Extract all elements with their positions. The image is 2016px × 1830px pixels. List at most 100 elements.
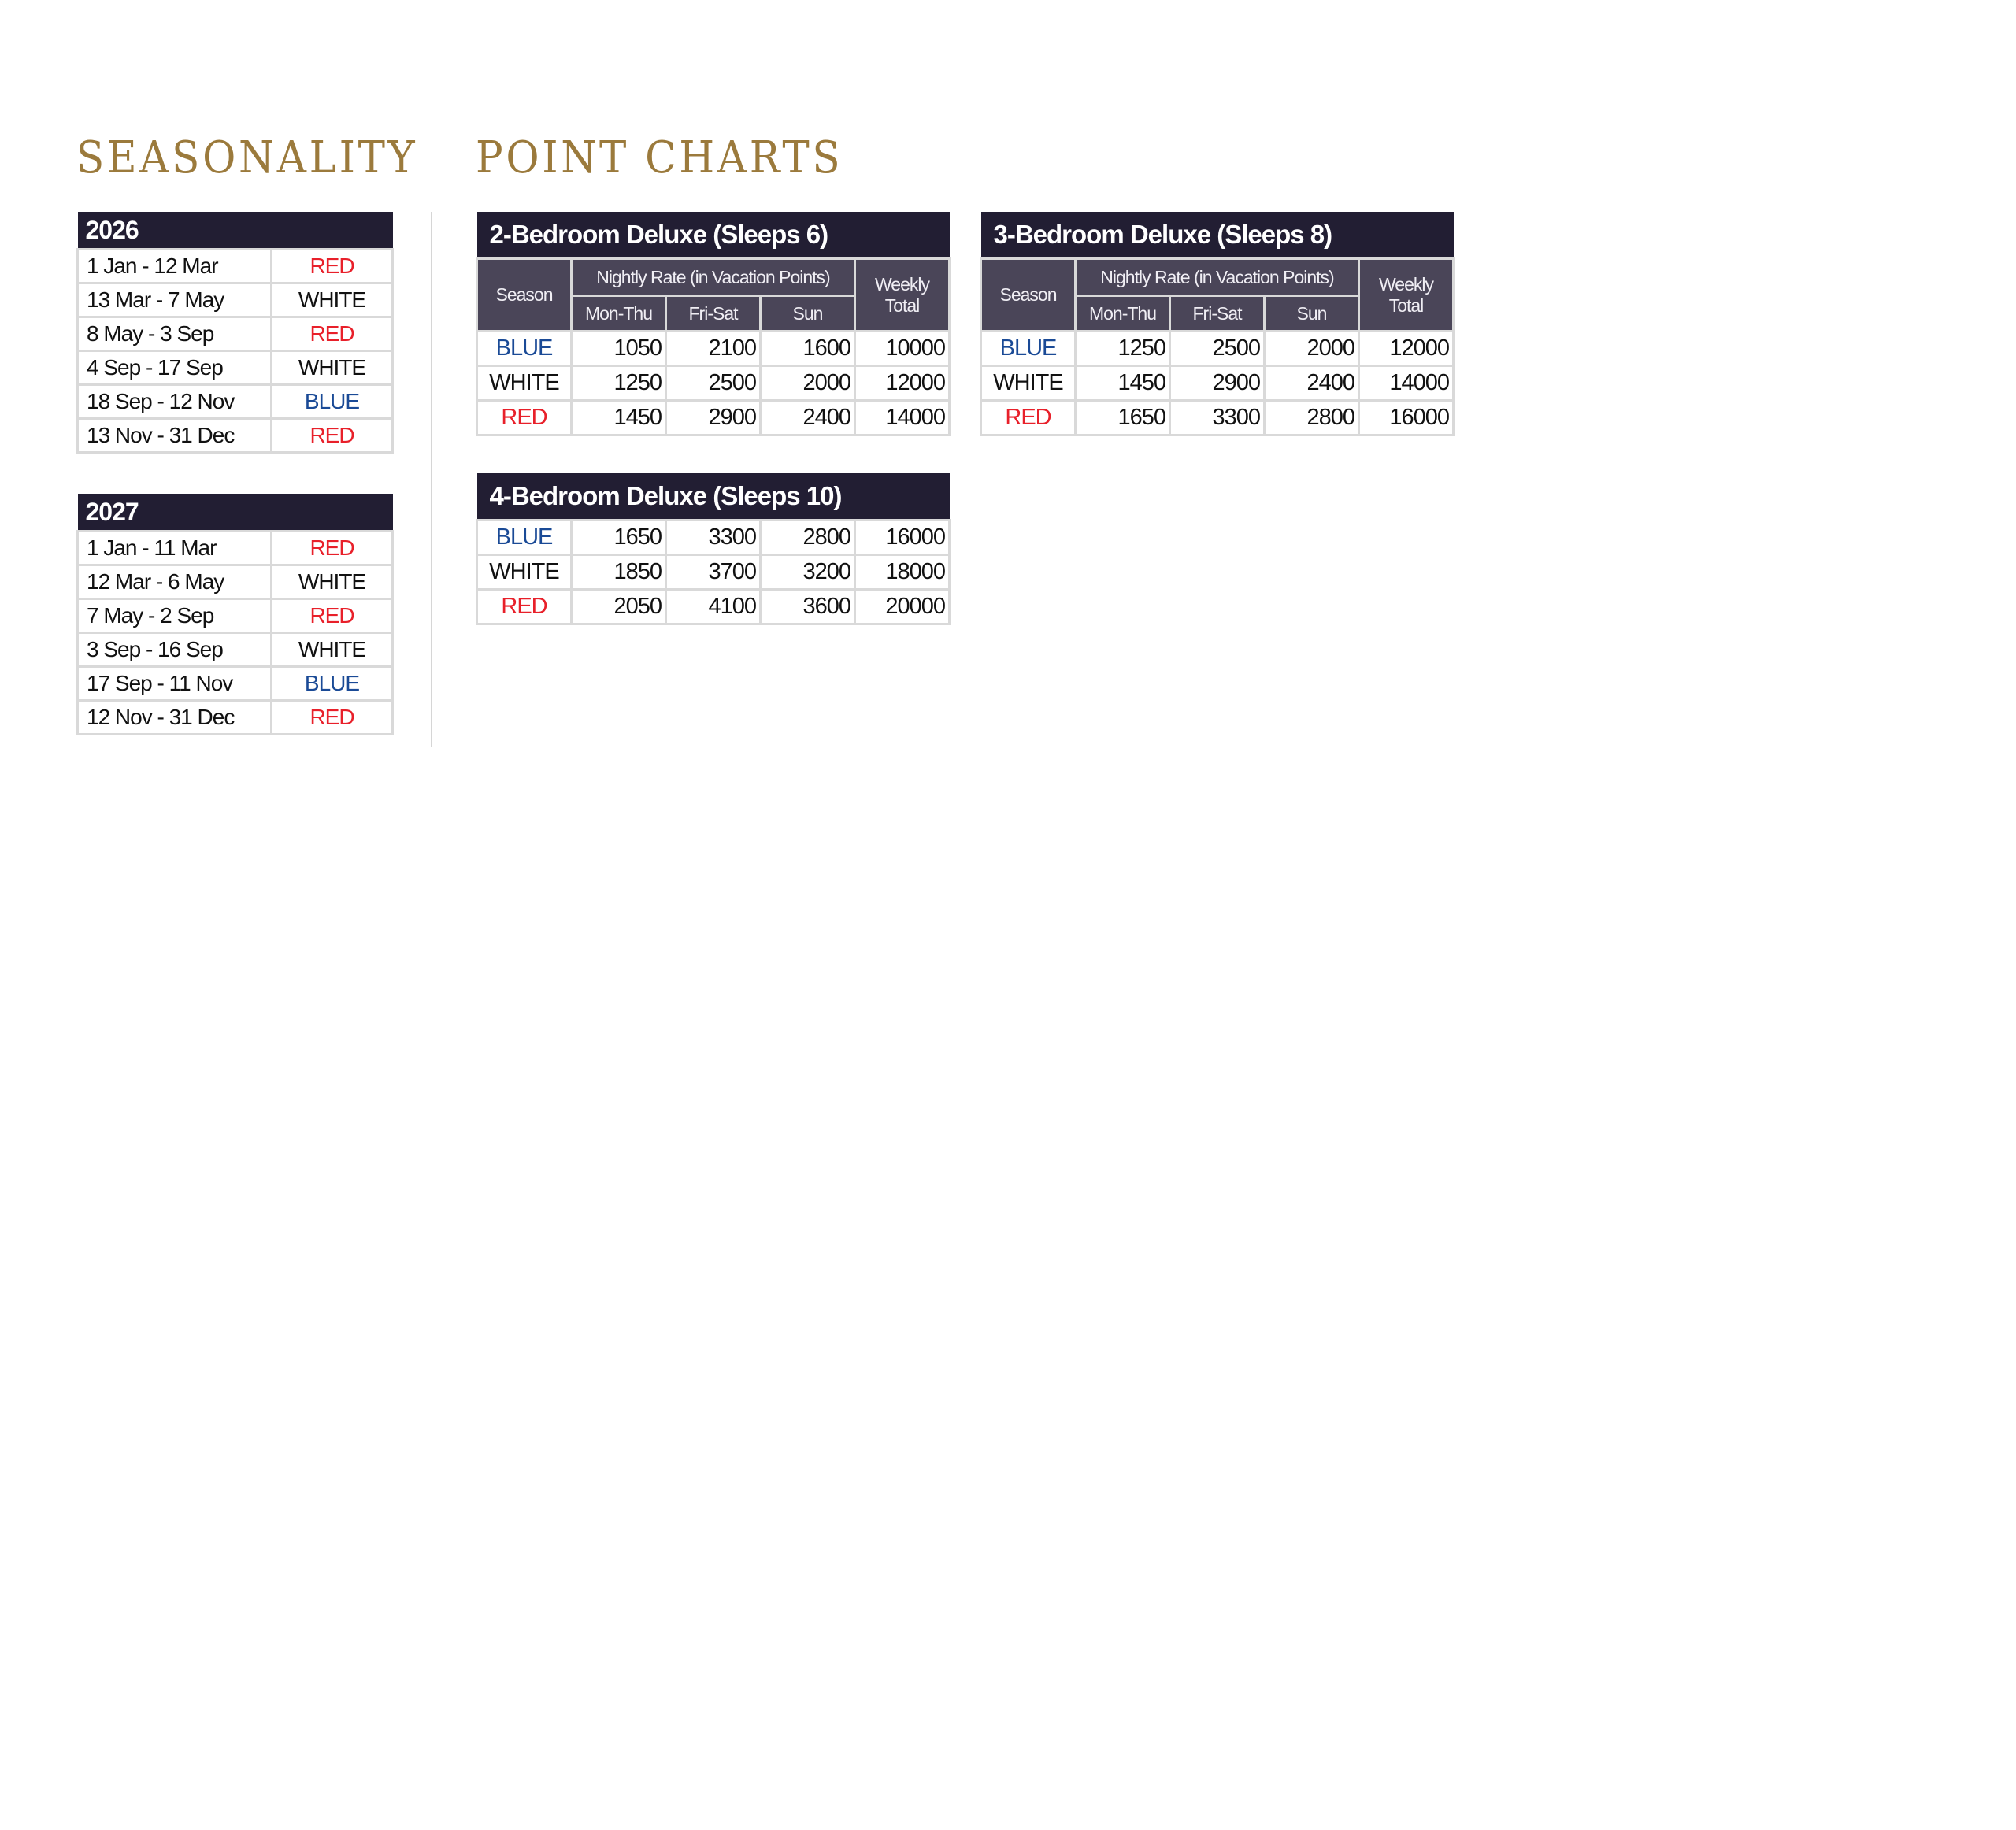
weekly-total-points: 10000: [853, 330, 951, 367]
season-label: WHITE: [476, 554, 573, 591]
season-label: RED: [270, 316, 394, 352]
chart-title: 3-Bedroom Deluxe (Sleeps 8): [980, 212, 1454, 259]
chart-title: 4-Bedroom Deluxe (Sleeps 10): [476, 473, 950, 520]
weekly-total-points: 14000: [1357, 365, 1455, 402]
season-label: RED: [270, 248, 394, 284]
weekly-total-points: 14000: [853, 399, 951, 436]
fri-sat-points: 2900: [1169, 365, 1266, 402]
season-column-header: Season: [980, 257, 1077, 332]
season-label: RED: [980, 399, 1077, 436]
season-label: RED: [270, 417, 394, 454]
weekly-total-points: 16000: [1357, 399, 1455, 436]
point-charts-heading: POINT CHARTS: [476, 132, 843, 183]
nightly-rate-header: Nightly Rate (in Vacation Points): [570, 257, 856, 297]
season-label: RED: [476, 588, 573, 625]
season-label: RED: [270, 699, 394, 735]
fri-sat-points: 2100: [665, 330, 762, 367]
weekly-total-header: Weekly Total: [1357, 257, 1455, 332]
mon-thu-points: 1650: [570, 519, 667, 556]
season-column-header: Season: [476, 257, 573, 332]
date-range: 12 Mar - 6 May: [76, 564, 272, 600]
season-label: WHITE: [270, 282, 394, 318]
season-label: BLUE: [270, 665, 394, 702]
date-range: 4 Sep - 17 Sep: [76, 350, 272, 386]
date-range: 1 Jan - 12 Mar: [76, 248, 272, 284]
weekly-total-points: 18000: [853, 554, 951, 591]
mon-thu-header: Mon-Thu: [1074, 295, 1171, 332]
mon-thu-points: 1450: [570, 399, 667, 436]
seasonality-heading: SEASONALITY: [76, 132, 418, 183]
fri-sat-points: 2500: [1169, 330, 1266, 367]
chart-title: 2-Bedroom Deluxe (Sleeps 6): [476, 212, 950, 259]
sun-points: 1600: [759, 330, 856, 367]
season-label: RED: [270, 530, 394, 566]
date-range: 18 Sep - 12 Nov: [76, 383, 272, 420]
sun-points: 2000: [1263, 330, 1360, 367]
fri-sat-points: 3300: [1169, 399, 1266, 436]
mon-thu-points: 1250: [1074, 330, 1171, 367]
mon-thu-points: 1650: [1074, 399, 1171, 436]
season-label: WHITE: [270, 350, 394, 386]
sun-points: 2800: [1263, 399, 1360, 436]
season-label: BLUE: [980, 330, 1077, 367]
section-divider: [431, 212, 432, 747]
sun-header: Sun: [1263, 295, 1360, 332]
season-label: WHITE: [270, 564, 394, 600]
sun-points: 2400: [1263, 365, 1360, 402]
weekly-total-header: Weekly Total: [853, 257, 951, 332]
weekly-total-points: 20000: [853, 588, 951, 625]
weekly-total-points: 16000: [853, 519, 951, 556]
date-range: 12 Nov - 31 Dec: [76, 699, 272, 735]
sun-points: 2400: [759, 399, 856, 436]
season-label: RED: [270, 598, 394, 634]
mon-thu-points: 1050: [570, 330, 667, 367]
sun-header: Sun: [759, 295, 856, 332]
date-range: 13 Mar - 7 May: [76, 282, 272, 318]
weekly-total-points: 12000: [1357, 330, 1455, 367]
sun-points: 3600: [759, 588, 856, 625]
mon-thu-header: Mon-Thu: [570, 295, 667, 332]
date-range: 8 May - 3 Sep: [76, 316, 272, 352]
fri-sat-header: Fri-Sat: [1169, 295, 1266, 332]
date-range: 17 Sep - 11 Nov: [76, 665, 272, 702]
mon-thu-points: 1250: [570, 365, 667, 402]
season-label: RED: [476, 399, 573, 436]
sun-points: 2000: [759, 365, 856, 402]
fri-sat-points: 3300: [665, 519, 762, 556]
date-range: 1 Jan - 11 Mar: [76, 530, 272, 566]
weekly-total-points: 12000: [853, 365, 951, 402]
year-header: 2026: [77, 212, 393, 250]
fri-sat-points: 2500: [665, 365, 762, 402]
nightly-rate-header: Nightly Rate (in Vacation Points): [1074, 257, 1360, 297]
date-range: 3 Sep - 16 Sep: [76, 632, 272, 668]
fri-sat-points: 4100: [665, 588, 762, 625]
sun-points: 3200: [759, 554, 856, 591]
season-label: BLUE: [476, 330, 573, 367]
season-label: WHITE: [476, 365, 573, 402]
sun-points: 2800: [759, 519, 856, 556]
season-label: BLUE: [476, 519, 573, 556]
